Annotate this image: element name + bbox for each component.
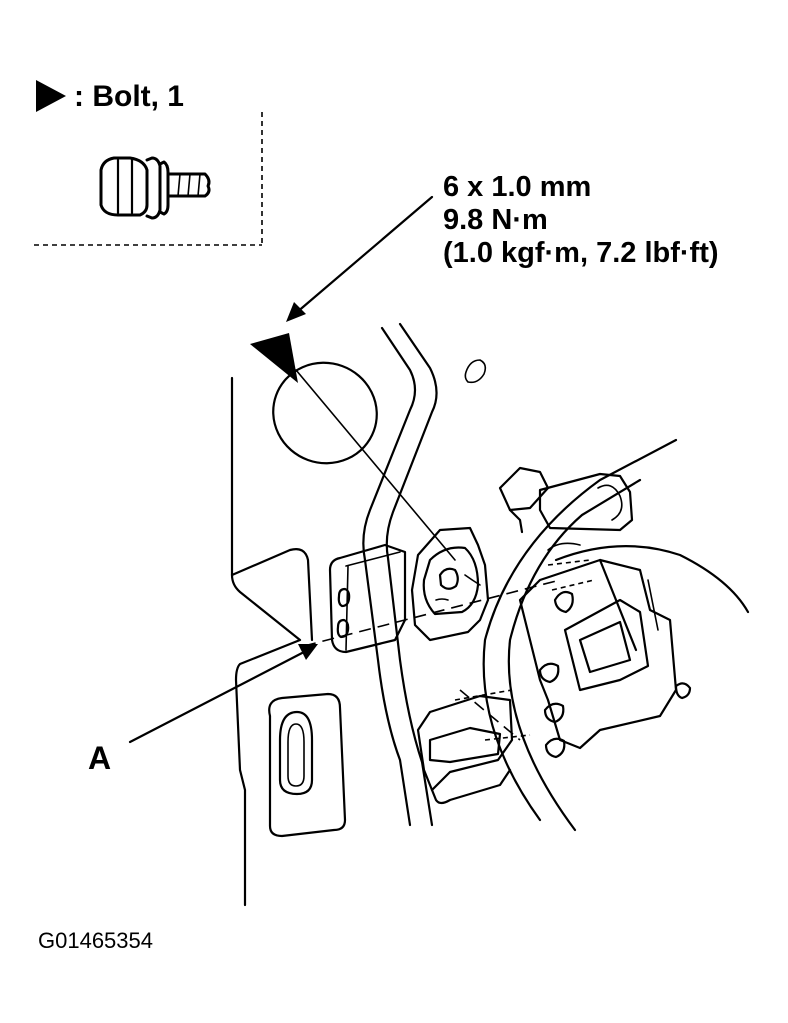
- detail-magnifier: [482, 438, 750, 832]
- bolt-spec: 6 x 1.0 mm 9.8 N·m (1.0 kgf·m, 7.2 lbf·f…: [443, 171, 719, 269]
- bolt-size: 6 x 1.0 mm: [443, 171, 591, 203]
- body-panel: [230, 361, 378, 907]
- pillar: [362, 322, 487, 827]
- sensor-assembly: [303, 466, 634, 741]
- callout-a: A: [88, 644, 318, 776]
- legend: : Bolt, 1: [34, 80, 263, 246]
- access-hole: [272, 361, 378, 465]
- bolt-torque-alt: (1.0 kgf·m, 7.2 lbf·ft): [443, 237, 719, 269]
- legend-triangle-icon: [36, 80, 66, 112]
- spec-leader-arrow: [286, 195, 434, 322]
- bolt-torque-nm: 9.8 N·m: [443, 204, 548, 236]
- legend-label: : Bolt, 1: [74, 80, 184, 113]
- callout-a-label: A: [88, 740, 111, 776]
- lower-clip: [416, 689, 531, 805]
- bolt-location-triangle-icon: [250, 333, 298, 383]
- flange-bolt-icon: [99, 156, 211, 220]
- figure-id: G01465354: [38, 928, 153, 953]
